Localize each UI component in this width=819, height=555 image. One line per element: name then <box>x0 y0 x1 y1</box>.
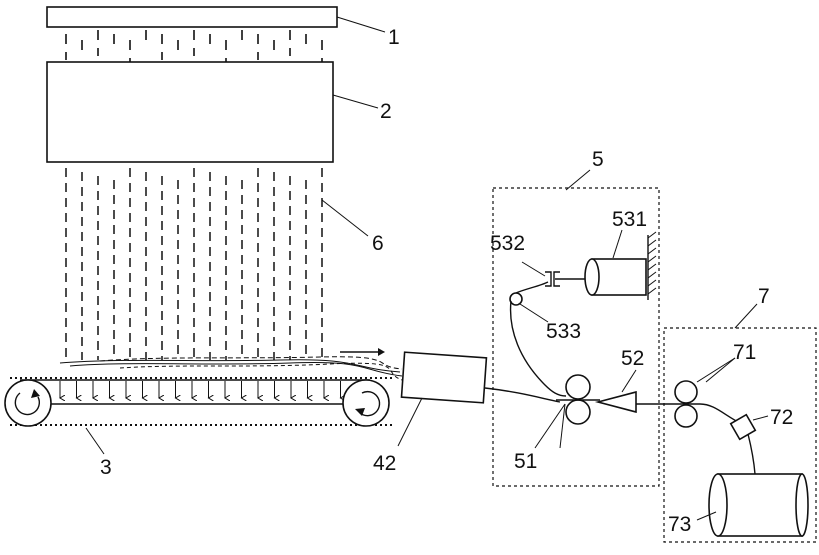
guide-72 <box>731 415 756 474</box>
label-2: 2 <box>380 100 392 123</box>
label-531: 531 <box>612 208 647 231</box>
label-71: 71 <box>733 341 756 364</box>
label-42: 42 <box>373 452 396 475</box>
label-5: 5 <box>592 148 604 171</box>
motor-531 <box>585 232 656 300</box>
spin-box <box>47 62 333 162</box>
conveyor-belt <box>5 378 392 426</box>
label-6: 6 <box>372 232 384 255</box>
unit-42 <box>401 352 486 403</box>
web-direction-arrow <box>340 348 385 356</box>
rollers-71 <box>670 381 742 427</box>
top-plate <box>47 7 337 27</box>
part-532 <box>545 272 585 286</box>
rollers-51 <box>556 375 600 424</box>
label-72: 72 <box>770 406 793 429</box>
label-51: 51 <box>514 450 537 473</box>
label-3: 3 <box>100 456 112 479</box>
label-73: 73 <box>668 513 691 536</box>
right-roller <box>343 380 389 426</box>
label-1: 1 <box>388 26 400 49</box>
fiber-web <box>60 357 402 380</box>
winding-drum-73 <box>709 474 808 536</box>
upper-filaments <box>66 30 322 66</box>
filament-curtain <box>66 168 322 360</box>
label-7: 7 <box>758 285 770 308</box>
label-533: 533 <box>546 320 581 343</box>
left-roller <box>5 380 51 426</box>
label-532: 532 <box>490 232 525 255</box>
label-52: 52 <box>621 347 644 370</box>
